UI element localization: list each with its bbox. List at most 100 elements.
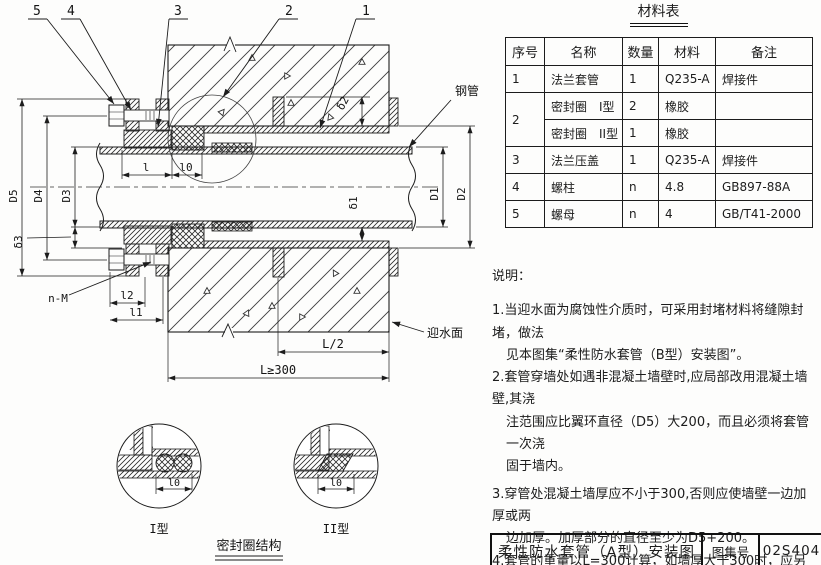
dim-label-l1: l1 [129,306,142,319]
cell-material: Q235-A [658,65,716,93]
detail2-l0-label: l0 [330,478,342,489]
cell-seq: 3 [505,146,545,174]
cell-name: 法兰套管 [544,65,623,93]
cell-material: Q235-A [658,146,716,174]
dim-label-l-half: L/2 [322,337,344,351]
materials-table: 序号 名称 数量 材料 备注 1 法兰套管 1 Q235-A 焊接件 2 密封圈… [505,37,813,228]
detail-view-type2: l0 II型 [293,423,379,536]
notes-heading: 说明： [492,269,532,284]
dim-label-delta3: δ3 [12,235,25,248]
cell-seq: 4 [505,173,545,201]
water-face-label: 迎水面 [427,326,463,340]
cell-qty: 1 [622,119,659,147]
detail1-type-label: I型 [149,522,168,536]
cell-qty: 1 [622,146,659,174]
atlas-number-label: 图集号 [703,535,760,565]
note-line: 边加厚。加厚部分的直径至少为D5+200。 [506,531,755,547]
cell-note: GB/T41-2000 [715,200,813,228]
cell-material: 4 [658,200,716,228]
table-row: 4 螺柱 n 4.8 GB897-88A [505,173,813,201]
cell-qty: 2 [622,92,659,120]
steel-pipe-label: 钢管 [455,83,479,98]
cell-seq: 1 [505,65,545,93]
gland-bottom [108,225,172,277]
cell-note: 焊接件 [715,146,813,174]
svg-text:密封圈结构: 密封圈结构 [216,538,281,554]
callout-leaders [28,18,452,333]
cell-note: 焊接件 [715,65,813,93]
cell-seq: 5 [505,200,545,228]
dimension-lines [19,97,473,381]
dim-label-l-min: L≥300 [260,363,296,377]
seal-bottom [171,221,253,249]
cell-material: 4.8 [658,173,716,201]
col-note: 备注 [715,37,813,66]
cell-qty: n [622,200,659,228]
atlas-number-value: 02S404 [762,543,821,559]
wing-ring-top [272,96,285,127]
nut-top [108,104,125,127]
gland-top [108,98,172,149]
dim-label-d1: D1 [428,187,441,200]
cell-note: GB897-88A [715,173,813,201]
cell-name: 密封圈 II型 [544,119,623,147]
note-line: 见本图集“柔性防水套管（B型）安装图”。 [506,347,750,363]
callout-1: 1 [362,4,370,19]
main-drawing-svg: 5 4 3 2 1 D5 D4 D3 δ3 D1 D2 δ1 δ2 l l0 l… [7,4,479,561]
detail-caption: 密封圈结构 [215,538,283,561]
dim-label-delta1: δ1 [347,196,360,209]
o-ring-1 [155,453,175,473]
dim-label-l2: l2 [120,289,133,302]
bolt-spec-label: n-M [48,292,68,305]
table-row: 5 螺母 n 4 GB/T41-2000 [505,200,813,228]
detail2-type-label: II型 [323,522,349,536]
end-ring-top [388,97,399,127]
dim-label-d4: D4 [32,189,45,203]
note-line: 2.套管穿墙处如遇非混凝土墙壁时,应局部改用混凝土墙壁,其浇 [492,370,808,408]
o-ring-2 [173,453,193,473]
note-line: 4.套管的重量以L=300计算，如墙厚大于300时，应另行计算。 [492,553,807,565]
nut-bottom [108,248,125,271]
note-line: 注范围应比翼环直径（D5）大200，而且必须将套管一次浇 [506,414,810,453]
col-seq: 序号 [505,37,545,66]
callout-2: 2 [285,4,293,19]
callout-5: 5 [33,4,41,19]
callout-3: 3 [174,4,182,19]
dim-label-delta2: δ2 [334,94,352,112]
table-row: 密封圈 II型 1 橡胶 [506,119,813,147]
note-line: 3.穿管处混凝土墙厚应不小于300,否则应使墙壁一边加厚或两 [492,486,807,524]
col-material: 材料 [658,37,716,66]
notes-section: 说明： 1.当迎水面为腐蚀性介质时，可采用封堵材料将缝隙封堵，做法 见本图集“柔… [492,266,819,565]
dim-label-l0: l0 [179,161,192,174]
materials-table-title: 材料表 [505,1,812,27]
dim-label-l: l [143,161,150,174]
cell-note [715,92,813,120]
extension-lines [17,96,475,382]
detail1-l0-label: l0 [168,478,180,489]
col-qty: 数量 [622,37,659,66]
cell-name: 螺母 [544,200,623,228]
cell-note [715,119,813,147]
table-row: 1 法兰套管 1 Q235-A 焊接件 [505,65,813,93]
cell-qty: n [622,173,659,201]
cell-material: 橡胶 [658,119,716,147]
dim-label-d5: D5 [7,189,20,202]
end-ring-bottom [388,247,399,277]
table-row: 3 法兰压盖 1 Q235-A 焊接件 [505,146,813,174]
col-name: 名称 [544,37,623,66]
dim-labels: D5 D4 D3 δ3 D1 D2 δ1 δ2 l l0 l2 l1 L/2 L… [7,94,468,377]
cell-name: 螺柱 [544,173,623,201]
dim-label-d2: D2 [455,187,468,200]
detail-view-type1: l0 I型 [116,423,202,536]
note-line: 固于墙内。 [506,459,572,475]
steel-pipe [96,142,416,232]
table-header-row: 序号 名称 数量 材料 备注 [505,37,813,66]
cell-material: 橡胶 [658,92,716,120]
seal-top [171,125,253,153]
title-block: 柔性防水套管（A型）安装图 图集号 02S404 [490,533,821,565]
wing-ring-bottom [272,247,285,278]
table-row: 2 密封圈 I型 2 橡胶 [505,92,813,147]
dim-label-d3: D3 [60,189,73,202]
cell-name: 法兰压盖 [544,146,623,174]
